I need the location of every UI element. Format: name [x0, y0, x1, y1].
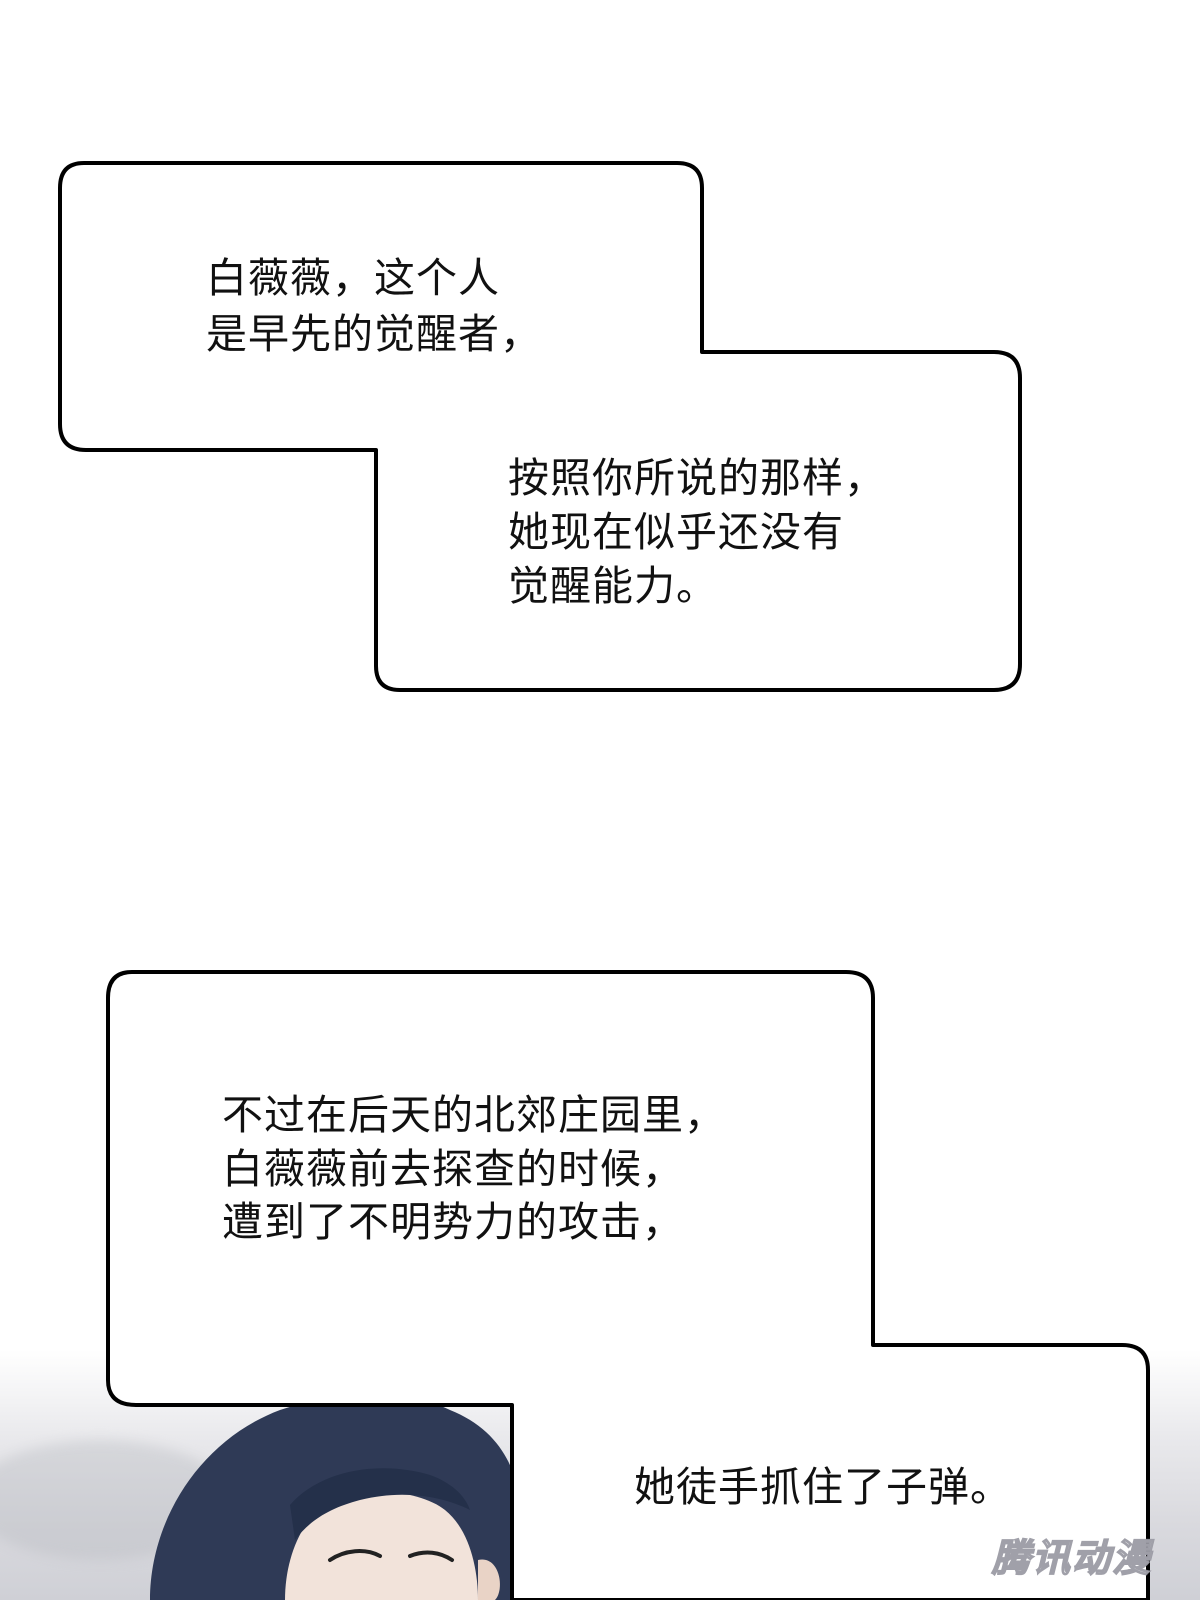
dialogue-line: 她现在似乎还没有 [508, 508, 844, 556]
dialogue-line: 白薇薇，这个人 [206, 254, 500, 302]
character-figure [150, 1395, 525, 1600]
dialogue-line: 觉醒能力。 [508, 562, 718, 610]
character-face [285, 1491, 478, 1600]
watermark-text: 腾讯动漫 [991, 1535, 1152, 1581]
speech-bubble-2-outline [106, 970, 1150, 1600]
dialogue-line: 按照你所说的那样， [508, 454, 886, 502]
dialogue-line: 白薇薇前去探查的时候， [222, 1145, 684, 1193]
dialogue-line: 她徒手抓住了子弹。 [634, 1463, 1012, 1511]
character-eye [408, 1550, 454, 1562]
character-eye [328, 1549, 382, 1562]
dialogue-line: 是早先的觉醒者， [206, 310, 542, 358]
watermark-logo-icon: 腾讯动漫 [976, 1530, 1168, 1586]
dialogue-line: 遭到了不明势力的攻击， [222, 1198, 684, 1246]
speech-bubble-1-outline [58, 161, 1022, 692]
character-ear [478, 1559, 500, 1600]
dialogue-line: 不过在后天的北郊庄园里， [222, 1091, 726, 1139]
character-hair-strand [290, 1468, 470, 1540]
